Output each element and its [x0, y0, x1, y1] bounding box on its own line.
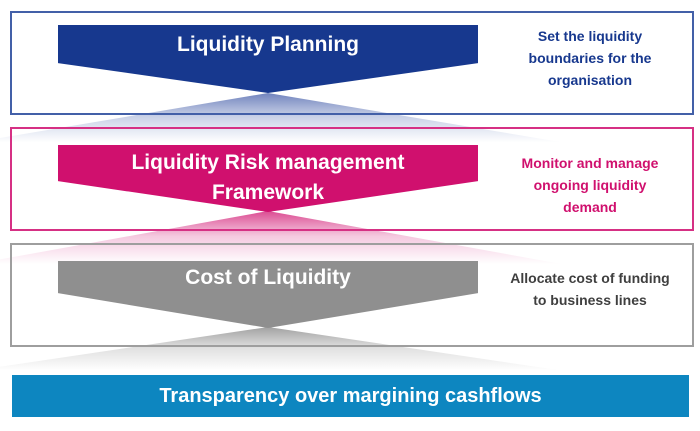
- footer-label: Transparency over margining cashflows: [159, 385, 542, 407]
- footer-bar: Transparency over margining cashflows: [12, 375, 689, 417]
- section-box-risk-management: [10, 127, 694, 231]
- section-box-liquidity-planning: [10, 11, 694, 115]
- section-box-cost-of-liquidity: [10, 243, 694, 347]
- description-risk-management: Monitor and manage ongoing liquidity dem…: [521, 155, 659, 215]
- description-liquidity-planning: Set the liquidity boundaries for the org…: [528, 28, 652, 88]
- description-cost-of-liquidity: Allocate cost of funding to business lin…: [510, 270, 670, 308]
